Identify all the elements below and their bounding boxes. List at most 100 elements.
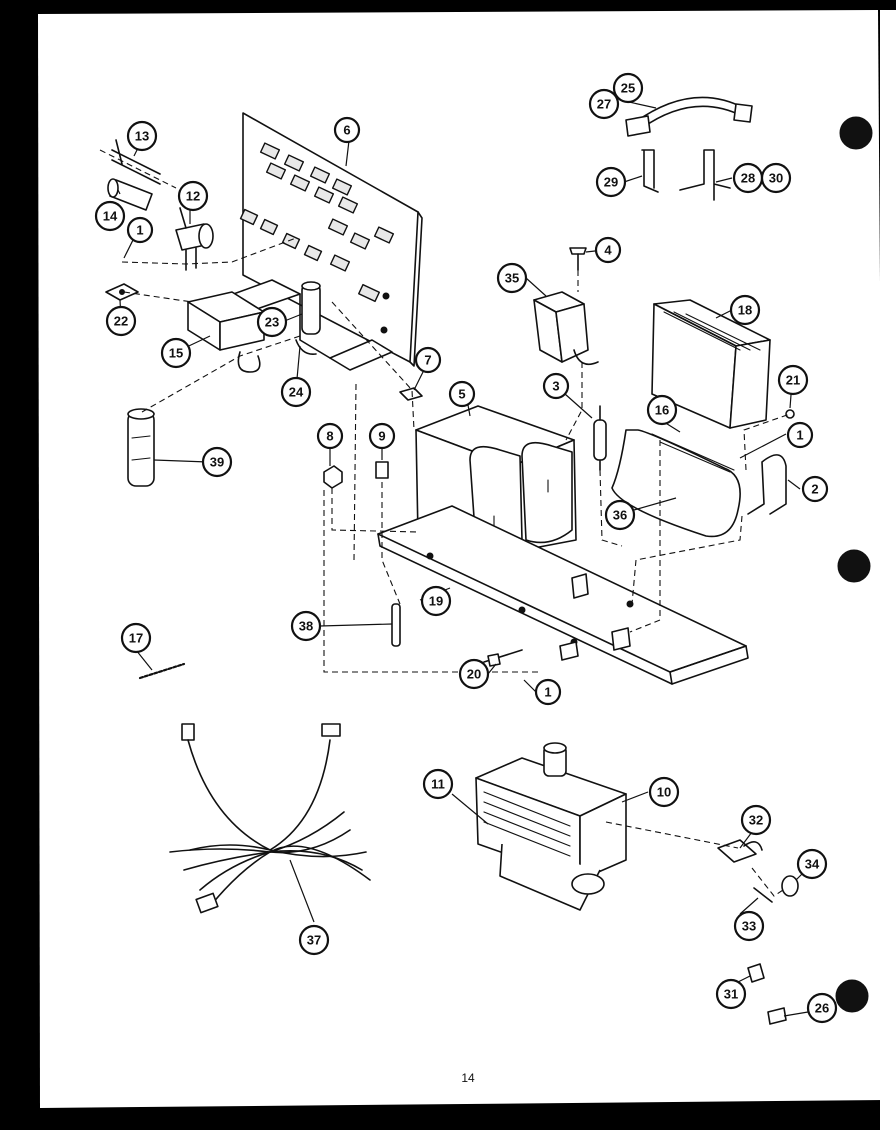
svg-text:29: 29 (604, 175, 618, 190)
part-3-diode (593, 405, 607, 471)
svg-text:22: 22 (114, 314, 128, 329)
part-21-screw (785, 409, 795, 419)
binder-hole-bottom (835, 979, 869, 1013)
callout-6: 6 (333, 116, 361, 144)
page-number: 14 (461, 1071, 475, 1085)
svg-text:10: 10 (657, 785, 671, 800)
part-38-pin (391, 603, 401, 647)
callout-39: 39 (201, 446, 233, 478)
callout-16: 16 (646, 394, 678, 426)
callout-19: 19 (420, 585, 452, 617)
svg-text:2: 2 (811, 482, 818, 497)
svg-text:8: 8 (326, 429, 333, 444)
svg-text:5: 5 (458, 387, 465, 402)
svg-text:7: 7 (424, 353, 431, 368)
callout-36: 36 (604, 499, 636, 531)
svg-text:25: 25 (621, 81, 635, 96)
callout-30: 30 (760, 162, 792, 194)
svg-text:3: 3 (552, 379, 559, 394)
callout-14: 14 (94, 200, 126, 232)
svg-text:15: 15 (169, 346, 183, 361)
svg-text:17: 17 (129, 631, 143, 646)
part-36-capacitor (611, 429, 741, 538)
svg-text:31: 31 (724, 987, 738, 1002)
svg-text:20: 20 (467, 667, 481, 682)
svg-text:13: 13 (135, 129, 149, 144)
callout-11: 11 (422, 768, 454, 800)
callout-13: 13 (126, 120, 158, 152)
callout-12: 12 (177, 180, 209, 212)
callout-5: 5 (448, 380, 476, 408)
svg-text:32: 32 (749, 813, 763, 828)
callout-31: 31 (715, 978, 747, 1010)
callout-22: 22 (105, 305, 137, 337)
svg-text:38: 38 (299, 619, 313, 634)
svg-text:26: 26 (815, 1001, 829, 1016)
callout-1b: 1 (786, 421, 814, 449)
callout-33: 33 (733, 910, 765, 942)
part-7-washer (399, 387, 423, 401)
callout-34: 34 (796, 848, 828, 880)
part-4-screw (569, 247, 587, 271)
part-18-capacitor (651, 299, 771, 429)
svg-text:11: 11 (431, 777, 445, 792)
svg-text:1: 1 (796, 428, 803, 443)
part-33-screw (753, 887, 773, 903)
part-13-thermal-cutout (99, 139, 177, 189)
callout-26: 26 (806, 992, 838, 1024)
part-34-bushing (781, 875, 799, 897)
callout-2: 2 (801, 475, 829, 503)
part-19-base-plate (377, 505, 749, 685)
callout-28: 28 (732, 162, 764, 194)
svg-text:18: 18 (738, 303, 752, 318)
callout-3: 3 (542, 372, 570, 400)
svg-text:6: 6 (343, 123, 350, 138)
part-12-fuse-holder (175, 207, 214, 271)
svg-text:23: 23 (265, 315, 279, 330)
part-23-fuse (295, 281, 321, 356)
svg-text:1: 1 (544, 685, 551, 700)
callout-29: 29 (595, 166, 627, 198)
callout-24: 24 (280, 376, 312, 408)
svg-text:28: 28 (741, 171, 755, 186)
svg-text:36: 36 (613, 508, 627, 523)
callout-1a: 1 (126, 216, 154, 244)
part-31-grommet (747, 963, 765, 983)
part-35-switch-bracket (533, 291, 599, 366)
part-26-grommet (767, 1007, 787, 1025)
svg-text:33: 33 (742, 919, 756, 934)
callout-27: 27 (588, 88, 620, 120)
callout-25: 25 (612, 72, 644, 104)
callout-35: 35 (496, 262, 528, 294)
callout-38: 38 (290, 610, 322, 642)
callout-9: 9 (368, 422, 396, 450)
binder-hole-top (839, 116, 873, 150)
part-37-wire-harness (169, 723, 371, 914)
part-8-nut (323, 465, 343, 489)
svg-text:14: 14 (103, 209, 118, 224)
part-14-cylinder-cap (107, 178, 153, 211)
svg-text:30: 30 (769, 171, 783, 186)
callout-8: 8 (316, 422, 344, 450)
part-9-screw (375, 461, 389, 479)
part-6-control-board (227, 112, 423, 371)
svg-text:21: 21 (786, 373, 800, 388)
part-17-rod (138, 662, 186, 680)
part-2-bracket (747, 454, 787, 515)
svg-text:19: 19 (429, 594, 443, 609)
callout-4: 4 (594, 236, 622, 264)
svg-text:16: 16 (655, 403, 669, 418)
svg-text:35: 35 (505, 271, 519, 286)
part-28-30-bracket (679, 149, 731, 201)
callout-21: 21 (777, 364, 809, 396)
svg-text:1: 1 (136, 223, 143, 238)
svg-text:4: 4 (604, 243, 612, 258)
svg-text:9: 9 (378, 429, 385, 444)
binder-hole-middle (837, 549, 871, 583)
callout-7: 7 (414, 346, 442, 374)
part-29-bracket (641, 149, 659, 193)
svg-text:37: 37 (307, 933, 321, 948)
svg-text:27: 27 (597, 97, 611, 112)
callout-15: 15 (160, 337, 192, 369)
